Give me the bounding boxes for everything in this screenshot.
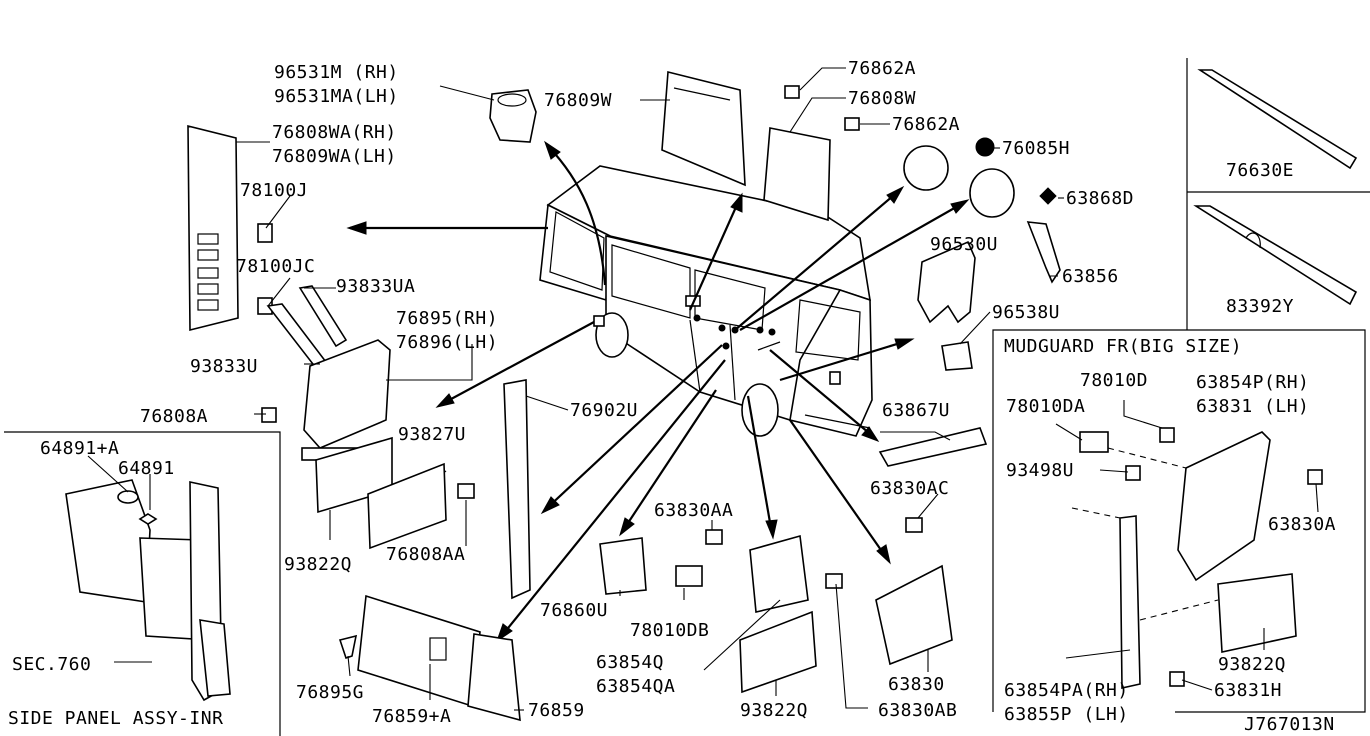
label-64891a: 64891+A xyxy=(40,438,119,459)
label-63867u: 63867U xyxy=(882,400,950,421)
label-93822q-center: 93822Q xyxy=(740,700,808,721)
label-76895g: 76895G xyxy=(296,682,364,703)
label-76895: 76895(RH) xyxy=(396,308,498,329)
label-93833ua: 93833UA xyxy=(336,276,415,297)
label-96530u: 96530U xyxy=(930,234,998,255)
label-76085h: 76085H xyxy=(1002,138,1070,159)
label-78010d: 78010D xyxy=(1080,370,1148,391)
label-63830ac: 63830AC xyxy=(870,478,949,499)
part-labels: 96531M (RH) 96531MA(LH) 76809W 76862A 76… xyxy=(8,58,1336,735)
label-76808w: 76808W xyxy=(848,88,916,109)
label-93822q-left: 93822Q xyxy=(284,554,352,575)
label-76809wa: 76809WA(LH) xyxy=(272,146,397,167)
label-63854p: 63854P(RH) xyxy=(1196,372,1309,393)
label-63831: 63831 (LH) xyxy=(1196,396,1309,417)
label-76862a-mid: 76862A xyxy=(892,114,960,135)
label-96538u: 96538U xyxy=(992,302,1060,323)
label-93822q-right: 93822Q xyxy=(1218,654,1286,675)
label-63830a: 63830A xyxy=(1268,514,1336,535)
label-93498u: 93498U xyxy=(1006,460,1074,481)
label-63830: 63830 xyxy=(888,674,945,695)
label-63830aa: 63830AA xyxy=(654,500,733,521)
label-93833u: 93833U xyxy=(190,356,258,377)
label-76808wa: 76808WA(RH) xyxy=(272,122,397,143)
label-78010db: 78010DB xyxy=(630,620,709,641)
label-76808a: 76808A xyxy=(140,406,208,427)
label-93827u: 93827U xyxy=(398,424,466,445)
label-63856: 63856 xyxy=(1062,266,1119,287)
bus-body-illustration xyxy=(539,165,873,437)
label-96531ma: 96531MA(LH) xyxy=(274,86,399,107)
diagram-number: J767013N xyxy=(1244,714,1335,735)
panel-frames xyxy=(4,58,1370,736)
label-63855p: 63855P (LH) xyxy=(1004,704,1129,725)
label-76809w: 76809W xyxy=(544,90,612,111)
label-78010da: 78010DA xyxy=(1006,396,1085,417)
label-63830ab: 63830AB xyxy=(878,700,957,721)
label-63854qa: 63854QA xyxy=(596,676,675,697)
part-shapes xyxy=(65,69,1358,722)
label-78100j: 78100J xyxy=(240,180,308,201)
callout-arrows xyxy=(346,140,970,643)
label-63831h: 63831H xyxy=(1214,680,1282,701)
label-63854pa: 63854PA(RH) xyxy=(1004,680,1129,701)
label-96531m: 96531M (RH) xyxy=(274,62,399,83)
label-76859a: 76859+A xyxy=(372,706,451,727)
leader-lines xyxy=(87,67,1319,711)
label-64891: 64891 xyxy=(118,458,175,479)
label-63868d: 63868D xyxy=(1066,188,1134,209)
label-sec760: SEC.760 xyxy=(12,654,91,675)
label-63854q: 63854Q xyxy=(596,652,664,673)
label-76902u: 76902U xyxy=(570,400,638,421)
label-76630e: 76630E xyxy=(1226,160,1294,181)
label-76862a-top: 76862A xyxy=(848,58,916,79)
label-76896: 76896(LH) xyxy=(396,332,498,353)
label-78100jc: 78100JC xyxy=(236,256,315,277)
label-76859: 76859 xyxy=(528,700,585,721)
label-76860u: 76860U xyxy=(540,600,608,621)
label-mudguard-fr: MUDGUARD FR(BIG SIZE) xyxy=(1004,336,1242,357)
label-83392y: 83392Y xyxy=(1226,296,1294,317)
label-side-panel: SIDE PANEL ASSY-INR xyxy=(8,708,223,729)
label-76808aa: 76808AA xyxy=(386,544,465,565)
